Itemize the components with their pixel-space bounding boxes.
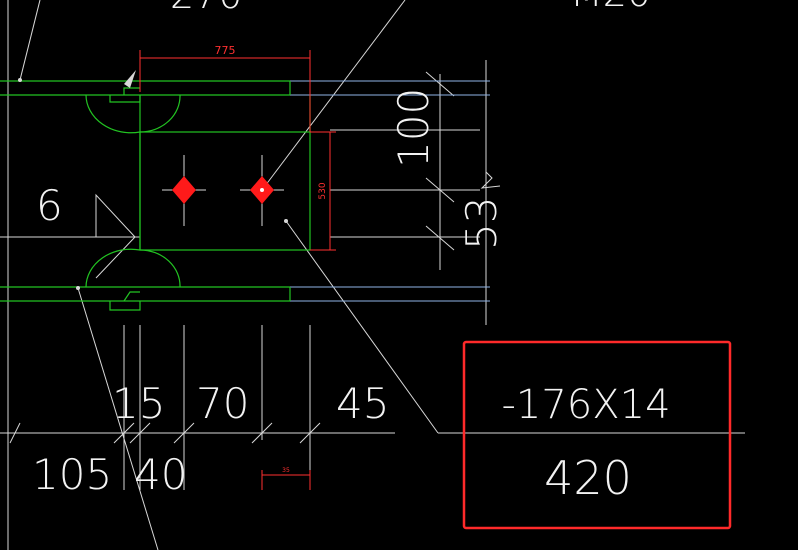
highlight-box[interactable] [462, 340, 732, 530]
dim-bottom-15: 15 [112, 379, 165, 428]
dim-right-53: 53 [457, 197, 506, 250]
weld-size-label: 6 [36, 181, 63, 230]
dim-bottom-45: 45 [336, 379, 389, 428]
leader-dot-plate [284, 219, 288, 223]
red-dimensions [139, 50, 336, 490]
dim-top-label: 775 [215, 44, 236, 57]
bolt-2[interactable] [250, 176, 274, 204]
dim-right-100: 100 [389, 88, 438, 168]
bolt-1[interactable] [172, 176, 196, 204]
leader-dot-bottom [76, 286, 80, 290]
construction-lines [0, 0, 745, 550]
plate-spec-label: -176X14 [501, 382, 670, 428]
dim-bottom-40: 40 [134, 450, 187, 499]
dim-vertical-label: 530 [318, 182, 328, 199]
partial-label-top-right: M20 [570, 0, 651, 15]
dim-bottom-70: 70 [196, 379, 249, 428]
dim-bottom-small-label: 35 [282, 467, 290, 474]
leader-dot-top [18, 78, 22, 82]
plate-length-label: 420 [544, 451, 632, 505]
beam-flange-lines [290, 80, 490, 302]
arrow-top-left [124, 70, 136, 88]
dim-bottom-105: 105 [32, 450, 112, 499]
partial-label-top-left: 270 [170, 0, 243, 17]
